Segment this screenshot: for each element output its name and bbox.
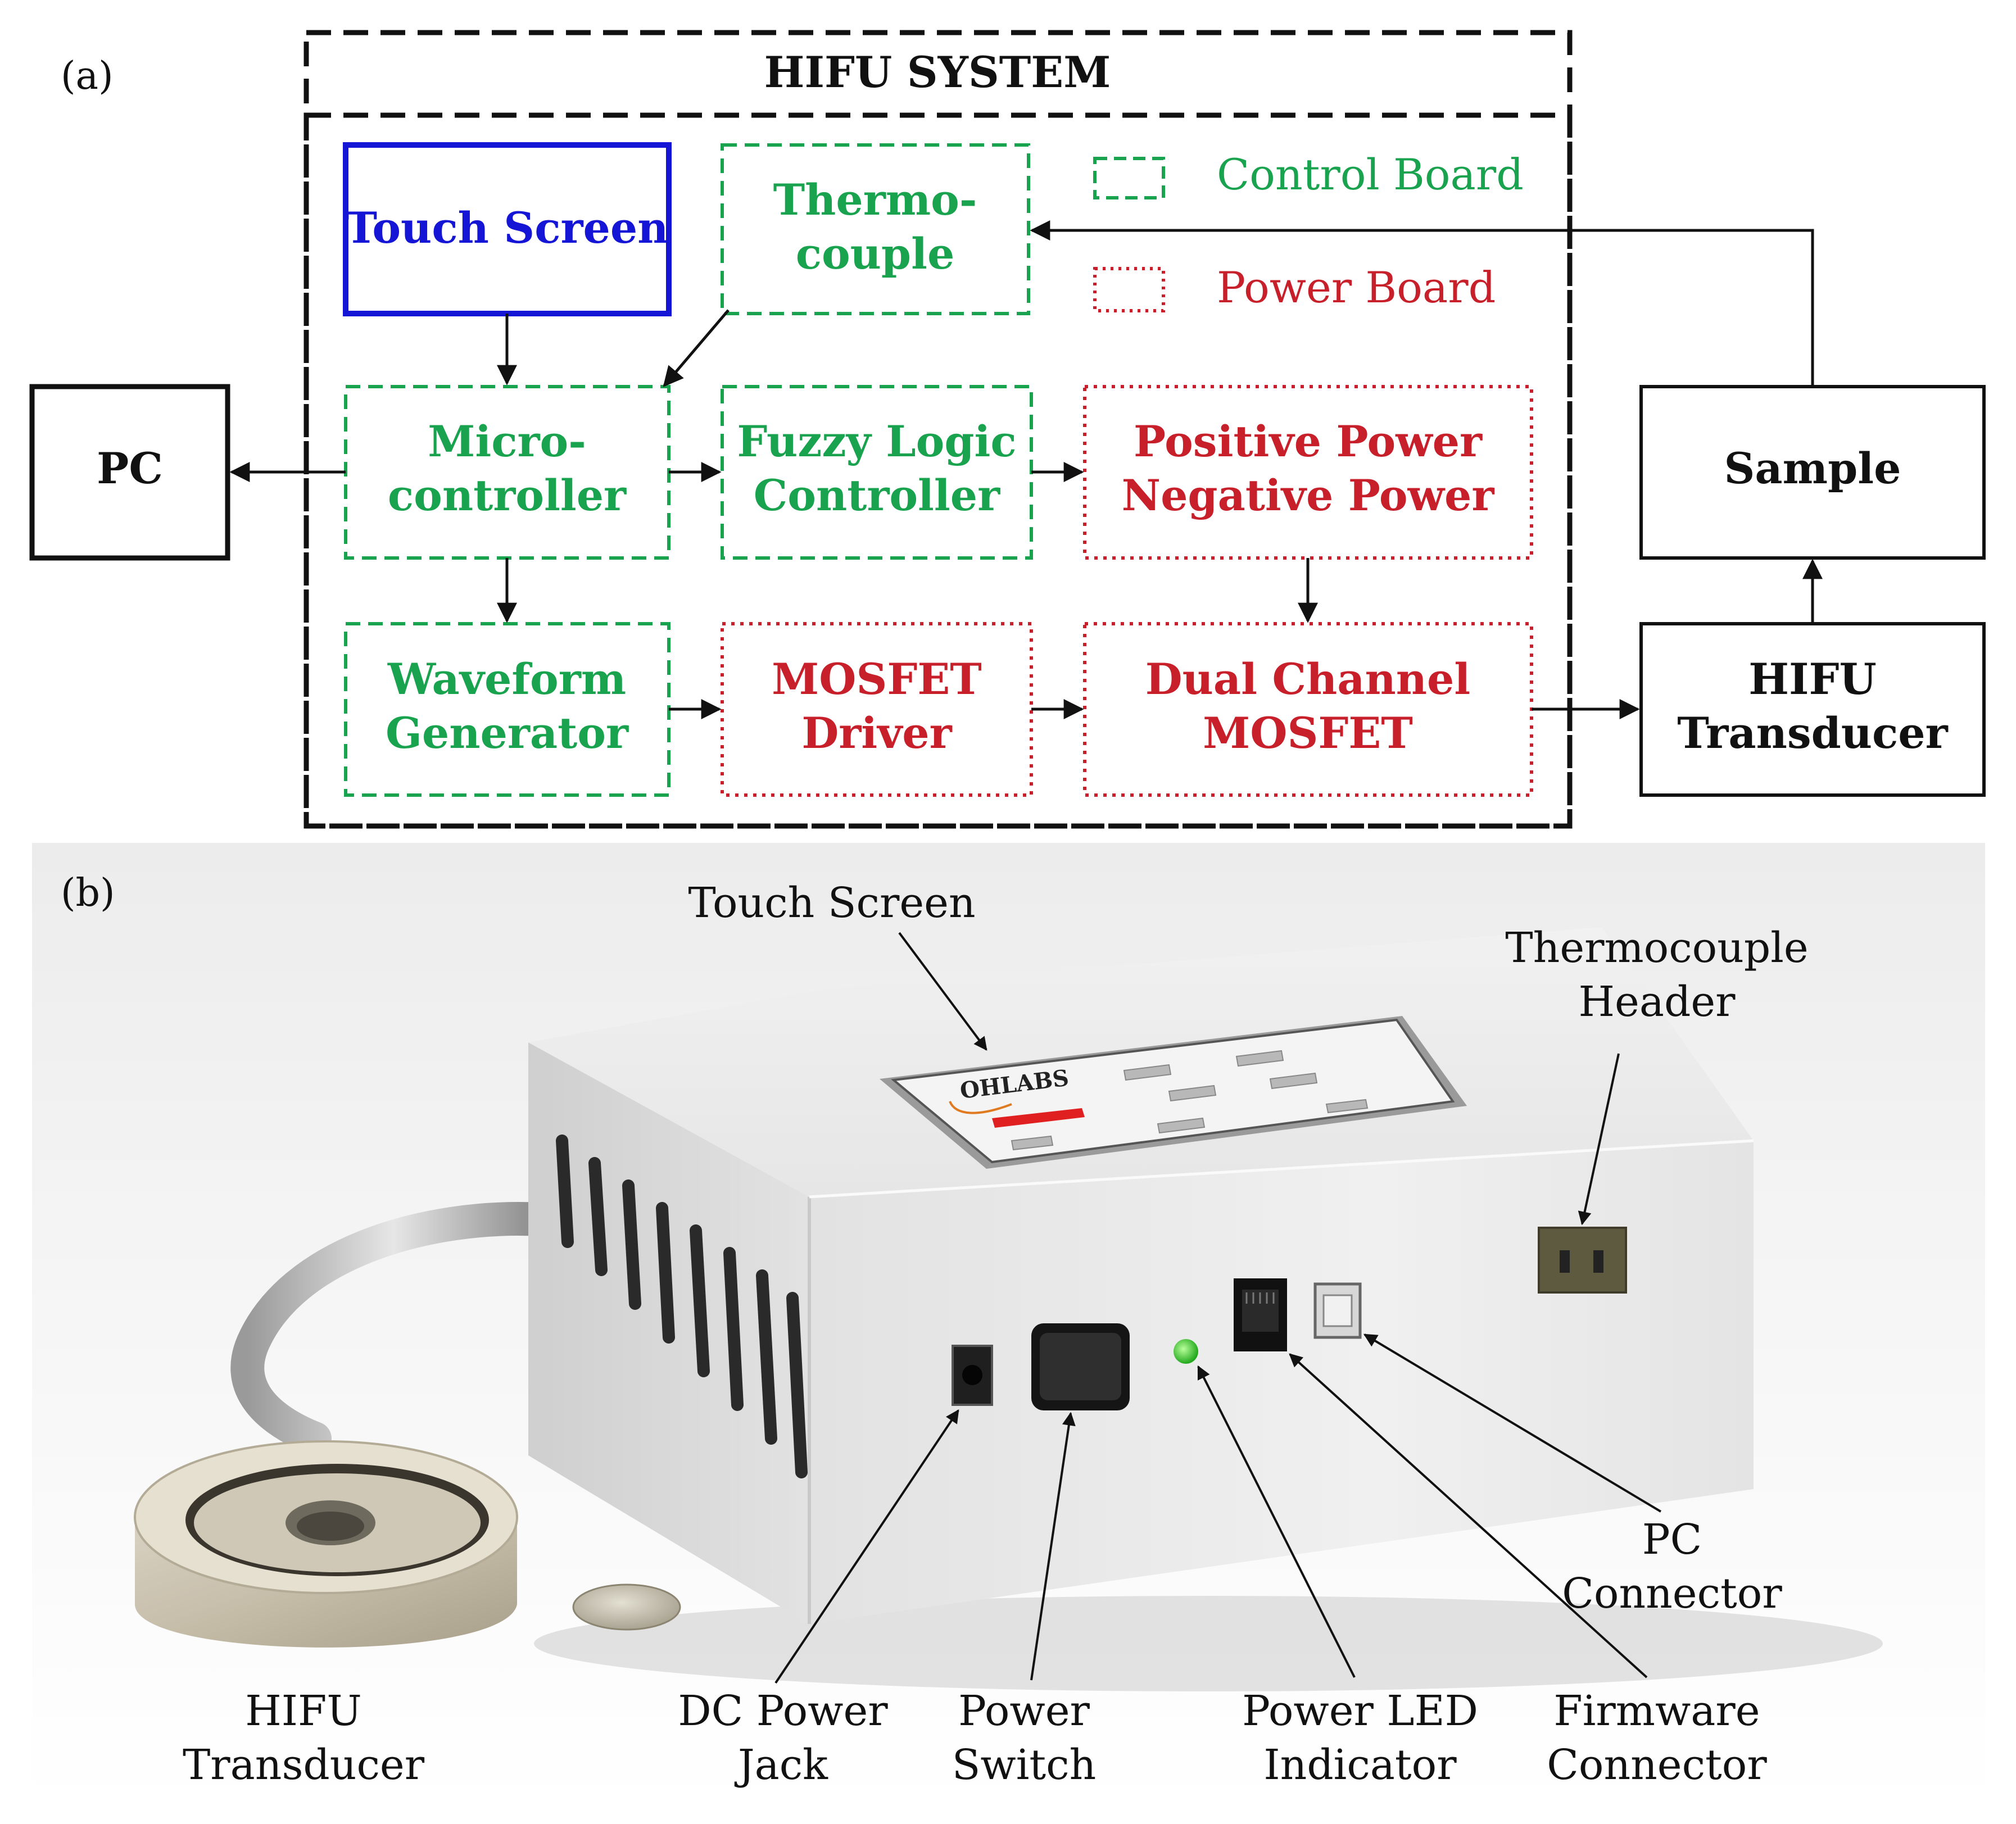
block-waveform-line2: Generator bbox=[386, 708, 629, 758]
block-pc bbox=[29, 384, 230, 561]
callout-arrow-led bbox=[1197, 1365, 1356, 1678]
legend-power-swatch bbox=[1093, 267, 1165, 312]
block-thermocouple bbox=[721, 143, 1030, 315]
device-front-face bbox=[809, 1141, 1754, 1624]
reference-coin bbox=[572, 1583, 681, 1631]
legend-power-label: Power Board bbox=[1217, 262, 1496, 312]
label-firmware-2: Connector bbox=[1547, 1741, 1767, 1789]
label-thermo-header-1: Thermocouple bbox=[1505, 924, 1808, 972]
callout-arrow-power-switch bbox=[1030, 1412, 1076, 1681]
panel-a-label: (a) bbox=[61, 54, 114, 98]
callout-arrow-pc-connector bbox=[1363, 1333, 1662, 1513]
block-pc-label: PC bbox=[97, 443, 163, 493]
block-fuzzy-logic-line1: Fuzzy Logic bbox=[737, 416, 1016, 466]
block-thermocouple-line1: Thermo- bbox=[773, 175, 977, 225]
power-led bbox=[1174, 1339, 1198, 1364]
label-transducer-2: Transducer bbox=[183, 1741, 425, 1789]
hifu-system-title: HIFU SYSTEM bbox=[764, 47, 1111, 97]
block-fuzzy-logic-line2: Controller bbox=[754, 470, 1000, 520]
block-thermocouple-line2: couple bbox=[796, 229, 955, 279]
label-transducer-1: HIFU bbox=[245, 1687, 361, 1735]
panel-b-label: (b) bbox=[61, 871, 115, 915]
label-power-switch-1: Power bbox=[958, 1687, 1090, 1735]
thermocouple-header bbox=[1538, 1227, 1627, 1294]
device-shadow bbox=[534, 1596, 1883, 1691]
label-firmware-1: Firmware bbox=[1553, 1687, 1760, 1735]
label-thermo-header-2: Header bbox=[1579, 978, 1736, 1026]
callout-arrow-touch-screen bbox=[898, 932, 987, 1051]
device-touch-screen: OHLABS bbox=[880, 1016, 1467, 1169]
label-dc-jack-1: DC Power bbox=[678, 1687, 888, 1735]
label-led-2: Indicator bbox=[1263, 1741, 1457, 1789]
arrow-thermo-to-micro bbox=[663, 309, 730, 387]
panel-a: (a) HIFU SYSTEM Control Board Power Boar… bbox=[29, 30, 1986, 829]
label-power-switch-2: Switch bbox=[952, 1741, 1097, 1789]
block-dual-mosfet-line2: MOSFET bbox=[1203, 708, 1413, 758]
block-power-supply bbox=[1083, 385, 1533, 560]
label-dc-jack-2: Jack bbox=[734, 1741, 828, 1789]
block-sample-label: Sample bbox=[1724, 443, 1901, 493]
block-power-supply-line2: Negative Power bbox=[1122, 470, 1495, 520]
block-mosfet-driver-line2: Driver bbox=[801, 708, 952, 758]
label-led-1: Power LED bbox=[1242, 1687, 1478, 1735]
legend-control-swatch bbox=[1093, 157, 1165, 199]
arrow-sample-to-thermo bbox=[1030, 220, 1814, 387]
hifu-system-inner-box bbox=[303, 112, 1573, 829]
block-hifu-transducer-line1: HIFU bbox=[1748, 654, 1877, 704]
callout-arrow-dc-jack bbox=[774, 1409, 959, 1684]
vent-slots bbox=[556, 1135, 808, 1478]
hifu-transducer-device bbox=[134, 1440, 518, 1648]
legend-control-label: Control Board bbox=[1217, 149, 1524, 199]
block-hifu-transducer-line2: Transducer bbox=[1677, 708, 1948, 758]
block-dual-mosfet-line1: Dual Channel bbox=[1145, 654, 1470, 704]
block-microcontroller-line2: controller bbox=[388, 470, 627, 520]
block-mosfet-driver bbox=[721, 622, 1033, 797]
block-microcontroller-line1: Micro- bbox=[428, 416, 586, 466]
block-power-supply-line1: Positive Power bbox=[1134, 416, 1483, 466]
block-touch-screen-label: Touch Screen bbox=[346, 203, 669, 253]
label-pc-connector-2: Connector bbox=[1562, 1569, 1782, 1618]
label-touch-screen: Touch Screen bbox=[688, 879, 975, 927]
transducer-cable bbox=[230, 1202, 556, 1455]
block-waveform-line1: Waveform bbox=[387, 654, 626, 704]
block-mosfet-driver-line1: MOSFET bbox=[772, 654, 982, 704]
panel-b: (b) OHLABS bbox=[32, 843, 1985, 1805]
callout-arrow-firmware bbox=[1289, 1353, 1648, 1678]
callout-arrow-thermo-header bbox=[1578, 1053, 1620, 1226]
label-pc-connector-1: PC bbox=[1642, 1516, 1702, 1564]
